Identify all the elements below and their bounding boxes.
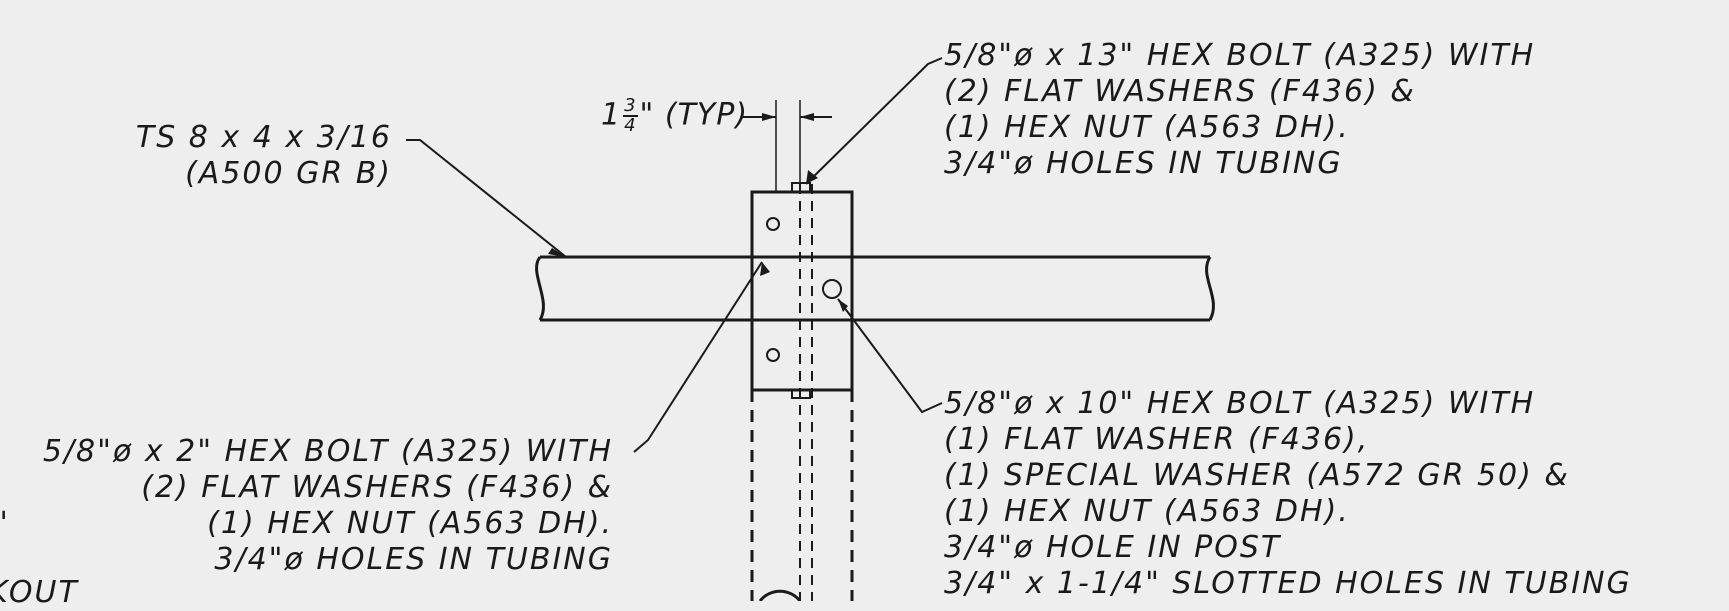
leader-13in-arrowhead [806, 170, 818, 184]
upper-bolt-hole [766, 217, 780, 231]
dim-arrowhead-right [800, 113, 814, 121]
note-line: 3/4"ø HOLE IN POST [944, 530, 1282, 565]
note-line: KOUT [0, 575, 79, 610]
dim-numerator: 3 [623, 95, 638, 117]
note-line: " [0, 506, 10, 542]
note-line: 5/8"ø x 2" HEX BOLT (A325) WITH [42, 434, 613, 469]
dim-denominator: 4 [624, 115, 637, 136]
dim-arrowhead-left [762, 113, 776, 121]
bottom-bolt-head [791, 389, 811, 399]
note-line: (1) FLAT WASHER (F436), [944, 422, 1370, 457]
note-line: 3/4"ø HOLES IN TUBING [944, 146, 1343, 181]
rail-right-break [1205, 256, 1215, 321]
dim-suffix: " (TYP) [639, 97, 749, 133]
note-line: (2) FLAT WASHERS (F436) & [944, 74, 1416, 109]
leader-tube [406, 139, 567, 258]
leader-10in-arrowhead [838, 299, 848, 312]
note-line: (1) HEX NUT (A563 DH). [207, 506, 613, 541]
post-middle-block [750, 255, 854, 322]
leader-2in-bolt [633, 261, 763, 453]
note-tube-section: TS 8 x 4 x 3/16 (A500 GR B) [136, 120, 392, 192]
leader-10in-bolt [837, 298, 943, 414]
leader-tube-arrowhead [548, 248, 566, 257]
note-fragment-cut-off: " [0, 506, 10, 542]
rail-left-break [535, 256, 545, 321]
top-bolt-head [791, 182, 811, 193]
lower-bolt-hole [766, 348, 780, 362]
note-line: TS 8 x 4 x 3/16 [135, 120, 392, 155]
note-line: (1) HEX NUT (A563 DH). [944, 494, 1350, 529]
leader-2in-arrowhead [760, 262, 770, 276]
leader-13in-bolt [805, 57, 943, 185]
note-line: (1) HEX NUT (A563 DH). [944, 110, 1350, 145]
note-13in-hex-bolt: 5/8"ø x 13" HEX BOLT (A325) WITH (2) FLA… [944, 38, 1535, 182]
post-base-arc [758, 589, 802, 601]
note-line: 3/4" x 1-1/4" SLOTTED HOLES IN TUBING [944, 566, 1632, 601]
note-line: 5/8"ø x 10" HEX BOLT (A325) WITH [944, 386, 1536, 421]
note-fragment-knockout: KOUT [0, 575, 79, 611]
slotted-hole [822, 279, 842, 299]
note-10in-hex-bolt: 5/8"ø x 10" HEX BOLT (A325) WITH (1) FLA… [944, 386, 1632, 602]
note-line: (1) SPECIAL WASHER (A572 GR 50) & [944, 458, 1570, 493]
note-2in-hex-bolt: 5/8"ø x 2" HEX BOLT (A325) WITH (2) FLAT… [43, 434, 613, 578]
note-line: (2) FLAT WASHERS (F436) & [141, 470, 613, 505]
note-line: (A500 GR B) [185, 156, 392, 191]
dim-whole: 1 [601, 97, 622, 133]
note-line: 5/8"ø x 13" HEX BOLT (A325) WITH [944, 38, 1536, 73]
note-line: 3/4"ø HOLES IN TUBING [214, 542, 613, 577]
